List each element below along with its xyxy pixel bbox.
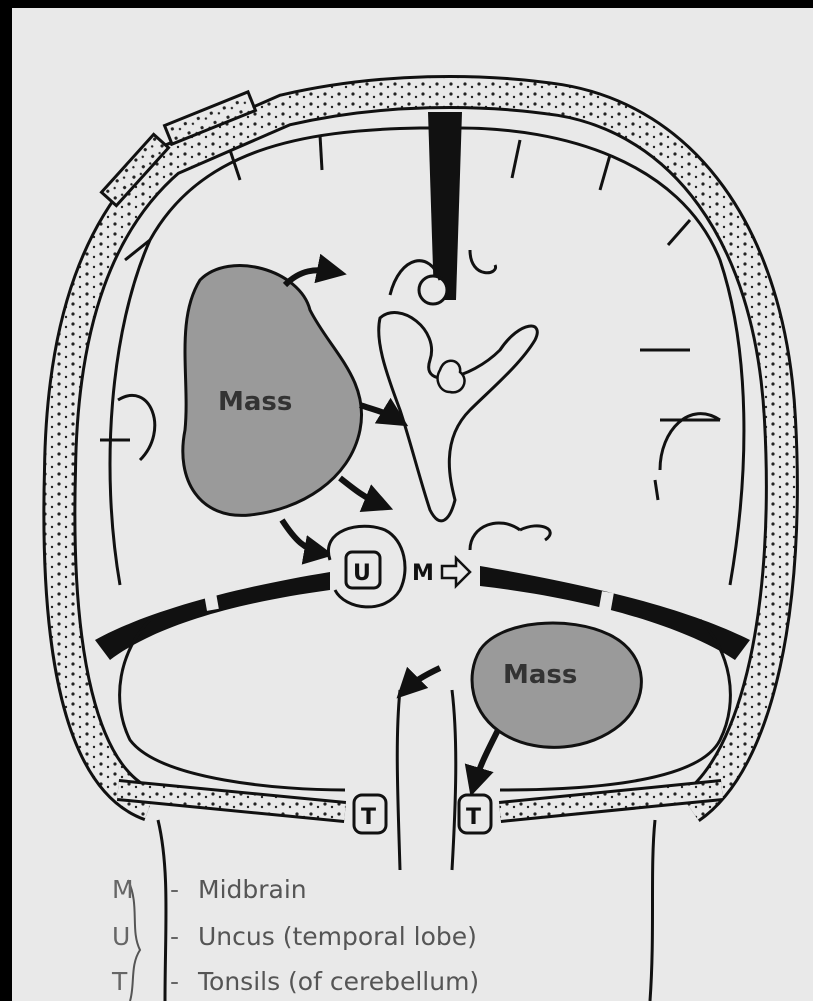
falx — [428, 112, 462, 300]
corpus-callosum — [419, 276, 447, 304]
uncus-label: U — [353, 561, 371, 586]
legend-sep: - — [170, 922, 179, 951]
tonsil-right-label: T — [466, 805, 481, 830]
midbrain-label: M — [412, 561, 434, 586]
legend-text: Uncus (temporal lobe) — [198, 922, 477, 951]
legend-text: Midbrain — [198, 875, 307, 904]
tonsil-left-label: T — [361, 805, 376, 830]
legend-key: T — [111, 967, 128, 996]
legend-key: M — [112, 875, 134, 904]
legend-text: Tonsils (of cerebellum) — [197, 967, 479, 996]
legend-key: U — [112, 922, 130, 951]
legend-sep: - — [170, 875, 179, 904]
legend-sep: - — [170, 967, 179, 996]
mass-upper-label: Mass — [218, 387, 292, 417]
mass-lower-label: Mass — [503, 660, 577, 690]
